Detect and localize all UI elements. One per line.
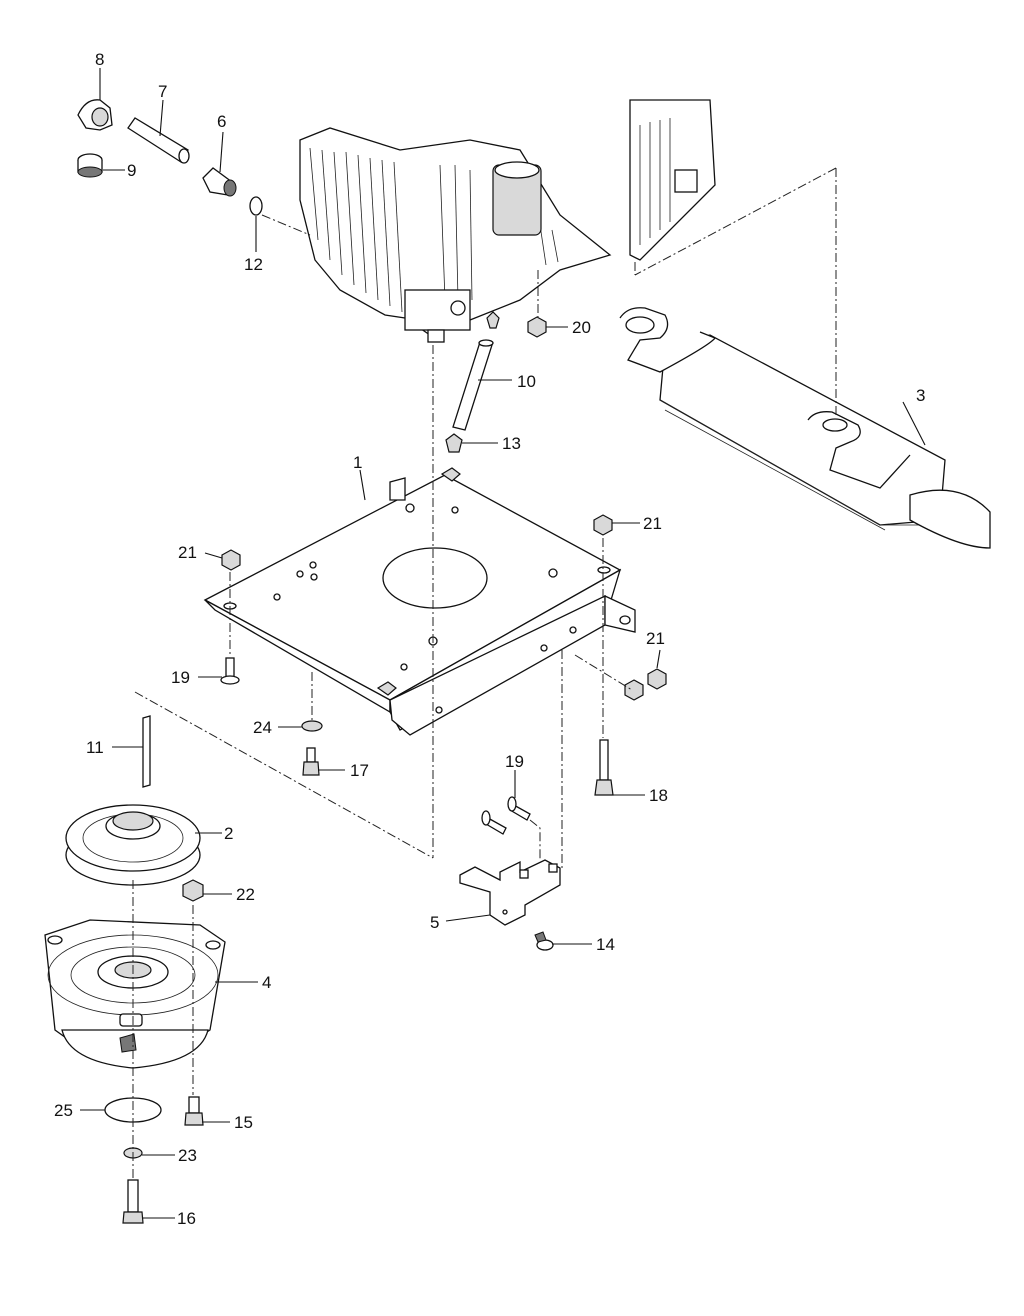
bolt-18	[594, 739, 614, 796]
callout-20: 20	[572, 318, 591, 337]
bolt-19-plate	[220, 657, 240, 685]
bolt-19-bracket-b	[507, 796, 531, 821]
oil-drain-adapter	[202, 167, 237, 197]
callout-labels: 1 2 3 4 5 6 7 8 9 10 11 12 13 14 15 16 1…	[54, 50, 925, 1228]
key-stock	[142, 715, 151, 788]
rod-nut-top	[486, 311, 500, 329]
callout-2: 2	[224, 824, 233, 843]
callout-21-right-top: 21	[643, 514, 662, 533]
pulley	[65, 804, 201, 886]
callout-8: 8	[95, 50, 104, 69]
clamp-14	[534, 931, 554, 951]
nut-20	[527, 316, 547, 338]
engine-mount-plate	[203, 467, 636, 736]
callout-11: 11	[86, 738, 104, 757]
callout-21-right: 21	[646, 629, 665, 648]
oil-drain-elbow	[77, 99, 113, 131]
rod-nut-bottom	[445, 433, 463, 453]
callout-16: 16	[177, 1209, 196, 1228]
assembly-lines	[132, 167, 837, 1180]
bolt-17	[302, 747, 320, 776]
callout-4: 4	[262, 973, 271, 992]
callout-7: 7	[158, 82, 167, 101]
bolt-15	[184, 1096, 204, 1126]
nut-21-right-b	[624, 679, 644, 701]
oil-drain-pipe	[127, 117, 190, 164]
nut-21-right-top	[593, 514, 613, 536]
callout-25: 25	[54, 1101, 73, 1120]
nut-21-left	[221, 549, 241, 571]
bolt-16	[122, 1179, 144, 1224]
leader-lines	[80, 68, 926, 1219]
nut-21-right-a	[647, 668, 667, 690]
bolt-19-bracket-a	[481, 810, 507, 835]
nut-22	[182, 879, 204, 902]
engine-side-panel	[629, 99, 716, 261]
engine	[299, 127, 612, 343]
callout-19-plate: 19	[171, 668, 190, 687]
oil-drain-cap	[77, 153, 103, 178]
callout-13: 13	[502, 434, 521, 453]
callout-17: 17	[350, 761, 369, 780]
callout-19-bracket: 19	[505, 752, 524, 771]
callout-24: 24	[253, 718, 272, 737]
callout-15: 15	[234, 1113, 253, 1132]
bracket	[459, 859, 561, 926]
callout-3: 3	[916, 386, 925, 405]
callout-10: 10	[517, 372, 536, 391]
washer-24	[301, 720, 323, 732]
callout-5: 5	[430, 913, 439, 932]
callout-22: 22	[236, 885, 255, 904]
callout-21-left: 21	[178, 543, 197, 562]
o-ring	[249, 196, 263, 216]
callout-18: 18	[649, 786, 668, 805]
callout-12: 12	[244, 255, 263, 274]
callout-6: 6	[217, 112, 226, 131]
callout-1: 1	[353, 453, 362, 472]
callout-23: 23	[178, 1146, 197, 1165]
clutch	[44, 919, 226, 1069]
callout-14: 14	[596, 935, 615, 954]
muffler	[619, 307, 991, 549]
callout-9: 9	[127, 161, 136, 180]
rod	[452, 339, 494, 431]
